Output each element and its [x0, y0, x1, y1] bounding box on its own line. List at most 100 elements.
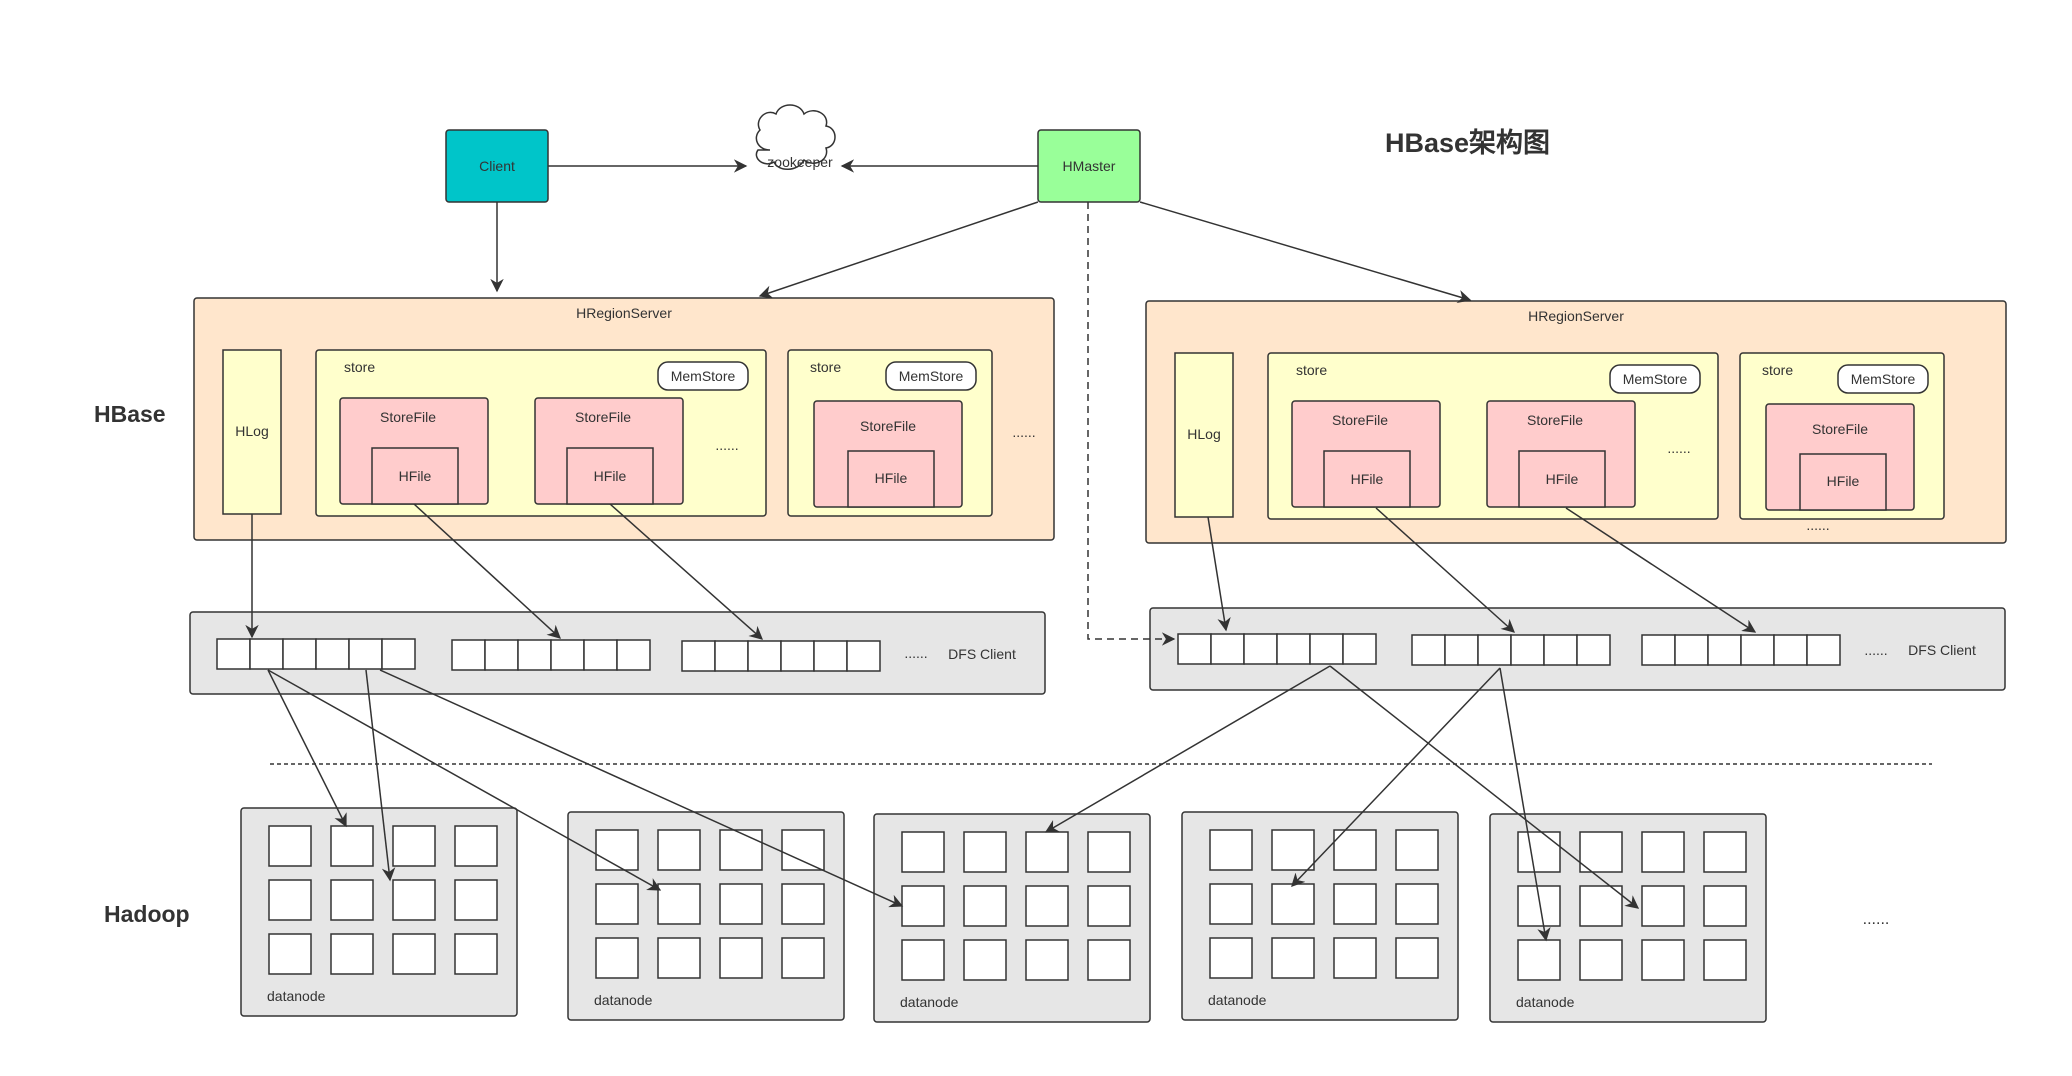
memstore-box [657, 361, 749, 391]
zookeeper-cloud-icon [755, 104, 836, 170]
block-cell [747, 640, 782, 672]
storefile-ellipsis: ...... [715, 437, 738, 453]
block-cell [1271, 883, 1315, 925]
block-cell [657, 829, 701, 871]
block-cell [1209, 937, 1253, 979]
region-server-2: HRegionServerHLogstoreMemStoreStoreFileH… [1145, 300, 2007, 544]
block-cell [616, 639, 651, 671]
datanode-2: datanode [567, 811, 845, 1021]
block-cell [1243, 633, 1278, 665]
block-cell [454, 879, 498, 921]
memstore-box [1837, 364, 1929, 394]
block-cell [1674, 634, 1709, 666]
hfile-label: HFile [875, 470, 908, 486]
edge-hfile-dfs-1 [413, 503, 561, 639]
block-cell [550, 639, 585, 671]
datanode-label: datanode [594, 992, 653, 1008]
block-cell [719, 829, 763, 871]
block-cell [1276, 633, 1311, 665]
store-label: store [1762, 362, 1793, 378]
storefile-label: StoreFile [380, 409, 436, 425]
memstore-label: MemStore [1851, 371, 1916, 387]
block-cell [1641, 939, 1685, 981]
block-cell [781, 829, 825, 871]
block-cell [681, 640, 716, 672]
storefile-label: StoreFile [1812, 421, 1868, 437]
block-cell [392, 825, 436, 867]
dfs-client-2: ......DFS Client [1149, 607, 2006, 691]
hlog-box [1174, 352, 1234, 518]
dfs-client-label: DFS Client [948, 646, 1016, 662]
datanode-3: datanode [873, 813, 1151, 1023]
region-server-label: HRegionServer [576, 305, 672, 321]
dfs-client-1: ......DFS Client [189, 611, 1046, 695]
edge-dfs-datanode-1 [267, 669, 347, 828]
store-label: store [1296, 362, 1327, 378]
block-cell [595, 883, 639, 925]
block-cell [1773, 634, 1808, 666]
block-cell [1271, 829, 1315, 871]
block-cell [583, 639, 618, 671]
hfile-box [371, 447, 459, 505]
block-cell [392, 879, 436, 921]
block-cell [1395, 937, 1439, 979]
block-cell [780, 640, 815, 672]
block-cell [1703, 831, 1747, 873]
block-cell [216, 638, 251, 670]
block-cell [1025, 885, 1069, 927]
block-cell [268, 825, 312, 867]
block-cell [781, 883, 825, 925]
block-cell [901, 939, 945, 981]
block-cell [781, 937, 825, 979]
edge-dfs-datanode-8 [1499, 667, 1551, 942]
hlog-label: HLog [1187, 426, 1220, 442]
edge-hlog-dfs-2 [1207, 516, 1231, 632]
diagram-title: HBase架构图 [1385, 128, 1550, 158]
hlog-box [222, 349, 282, 515]
block-cell [1333, 937, 1377, 979]
memstore-box [885, 361, 977, 391]
hfile-label: HFile [594, 468, 627, 484]
block-cell [1641, 634, 1676, 666]
block-cell [719, 937, 763, 979]
hfile-label: HFile [1546, 471, 1579, 487]
edge-hmaster-dfs-dashed [1087, 202, 1176, 646]
hfile-label: HFile [1827, 473, 1860, 489]
block-cell [657, 883, 701, 925]
dfs-client-label: DFS Client [1908, 642, 1976, 658]
edge-dfs-datanode-6 [1329, 665, 1640, 909]
block-cell [1209, 883, 1253, 925]
block-cell [1209, 829, 1253, 871]
edge-dfs-datanode-7 [1291, 667, 1501, 887]
storefile-label: StoreFile [575, 409, 631, 425]
block-cell [1641, 885, 1685, 927]
hfile-box [1518, 450, 1606, 508]
hfile-box [1799, 453, 1887, 511]
block-cell [454, 825, 498, 867]
edge-hmaster-regionserver-2 [1139, 201, 1472, 304]
block-cell [657, 937, 701, 979]
storefile-label: StoreFile [1332, 412, 1388, 428]
block-cell [1025, 831, 1069, 873]
edge-hmaster-regionserver-1 [758, 201, 1039, 299]
block-cell [901, 885, 945, 927]
block-cell [249, 638, 284, 670]
zookeeper-node: zookeeper [755, 104, 836, 170]
datanode-label: datanode [1208, 992, 1267, 1008]
edge-hfile-dfs-2 [609, 503, 764, 640]
block-cell [1510, 634, 1545, 666]
section-label-hbase: HBase [94, 401, 166, 427]
hfile-label: HFile [1351, 471, 1384, 487]
block-cell [1576, 634, 1611, 666]
block-cell [315, 638, 350, 670]
block-cell [719, 883, 763, 925]
block-cell [1395, 883, 1439, 925]
edge-dfs-datanode-2 [365, 669, 396, 882]
block-cell [1333, 883, 1377, 925]
